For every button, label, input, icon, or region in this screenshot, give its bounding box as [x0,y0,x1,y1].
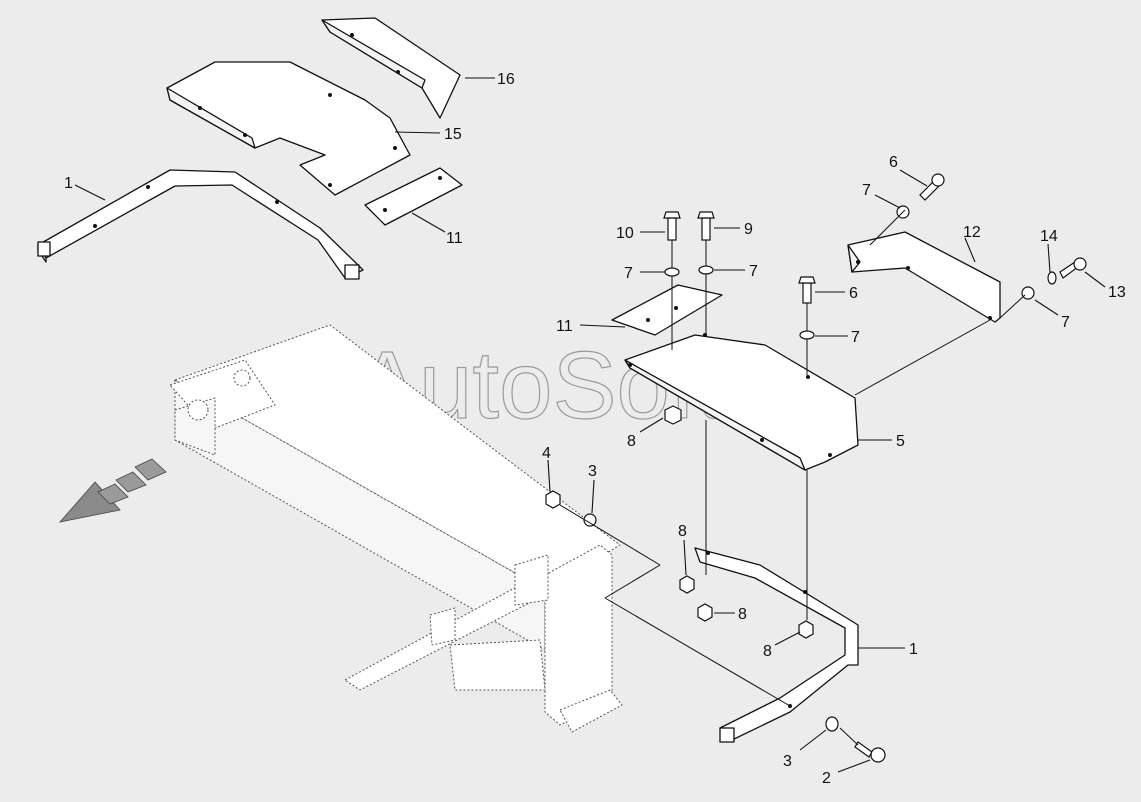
washer-7-icon [799,330,815,340]
part-11-plate-lower [611,284,723,336]
callout-label: 3 [783,753,792,770]
bolt-6-icon [798,276,816,304]
callout-label: 15 [444,126,462,143]
callout-label: 1 [64,175,73,192]
part-16-cover [321,17,461,119]
nut-8-icon [798,620,814,639]
callout-label: 8 [678,523,687,540]
forward-direction-arrow-icon [58,458,167,523]
part-5-plate [624,333,859,471]
bolt-6-icon [919,173,945,201]
bolt-10-icon [663,211,681,241]
callout-label: 7 [624,265,633,282]
callout-label: 6 [889,154,898,171]
bolt-13-icon [1059,257,1087,279]
washer-7-icon [698,265,714,275]
callout-label: 11 [446,230,463,247]
part-1-arm-upper [37,169,364,280]
callout-label: 7 [749,263,758,280]
nut-8-icon [664,405,682,425]
bolt-2-icon [854,741,886,763]
washer-3-icon [583,513,597,527]
callout-label: 7 [1061,314,1070,331]
callout-label: 8 [763,643,772,660]
callout-labels: 1 16 15 11 6 7 12 14 13 7 10 9 7 7 6 7 1… [64,71,1126,787]
callout-label: 8 [627,433,636,450]
callout-label: 16 [497,71,515,88]
callout-label: 12 [963,224,981,241]
callout-label: 7 [862,182,871,199]
nut-4-icon [545,490,561,509]
callout-label: 14 [1040,228,1058,245]
part-12-cover [847,231,1001,323]
callout-label: 11 [556,318,573,335]
callout-label: 4 [542,445,551,462]
callout-label: 6 [849,285,858,302]
washer-3-icon [825,716,839,732]
part-15-plate [166,61,411,196]
washer-7-icon [664,267,680,277]
callout-label: 9 [744,221,753,238]
callout-label: 3 [588,463,597,480]
nut-8-icon [697,603,713,622]
callout-label: 8 [738,606,747,623]
callout-label: 7 [851,329,860,346]
nut-8-icon [679,575,695,594]
assembly-axis-lines [559,209,1026,746]
washer-7-icon [1021,286,1035,300]
callout-label: 13 [1108,284,1126,301]
callout-label: 1 [909,641,918,658]
callout-label: 2 [822,770,831,787]
fasteners [545,173,1087,763]
part-11-plate-upper [364,167,463,226]
leader-lines [74,77,1106,773]
part-1-arm-lower [694,547,859,743]
callout-label: 5 [896,433,905,450]
tractor-frame [169,324,623,733]
callout-label: 10 [616,225,634,242]
bolt-9-icon [697,211,715,241]
washer-14-icon [1047,271,1057,285]
